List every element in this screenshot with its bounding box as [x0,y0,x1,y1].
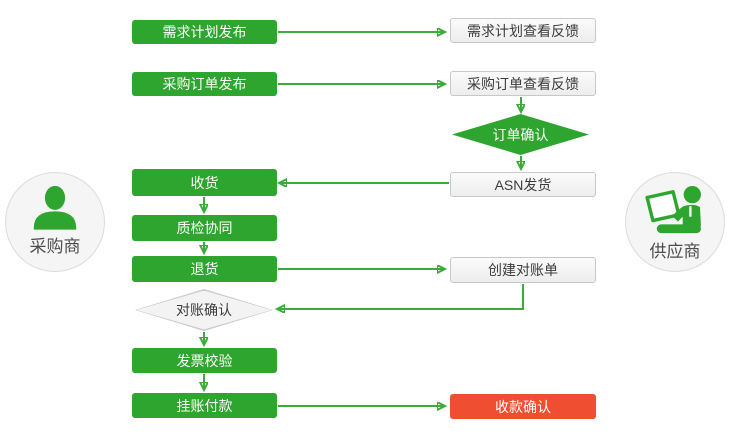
node-invoice-check: 发票校验 [132,348,277,373]
node-receive-goods: 收货 [132,169,277,196]
recon-confirm-label: 对账确认 [176,302,232,318]
person-bust-icon [33,185,77,230]
node-return-goods: 退货 [132,256,277,282]
node-recon-confirm: 对账确认 [135,289,273,331]
actor-supplier-label: 供应商 [649,242,701,261]
edge-statement-to-recon-confirm [278,284,524,309]
person-laptop-icon [645,185,701,234]
node-payment: 挂账付款 [132,393,277,418]
actor-buyer: 采购商 [5,172,105,272]
actor-supplier: 供应商 [625,172,725,272]
node-po-publish: 采购订单发布 [132,72,277,96]
node-quality-check: 质检协同 [132,215,277,241]
node-asn-ship: ASN发货 [450,172,596,197]
actor-buyer-label: 采购商 [29,237,81,256]
node-receipt-confirm: 收款确认 [450,394,596,419]
node-po-feedback: 采购订单查看反馈 [450,71,596,96]
node-demand-plan-publish: 需求计划发布 [132,20,277,44]
node-demand-plan-feedback: 需求计划查看反馈 [450,18,596,43]
node-create-statement: 创建对账单 [450,257,596,283]
